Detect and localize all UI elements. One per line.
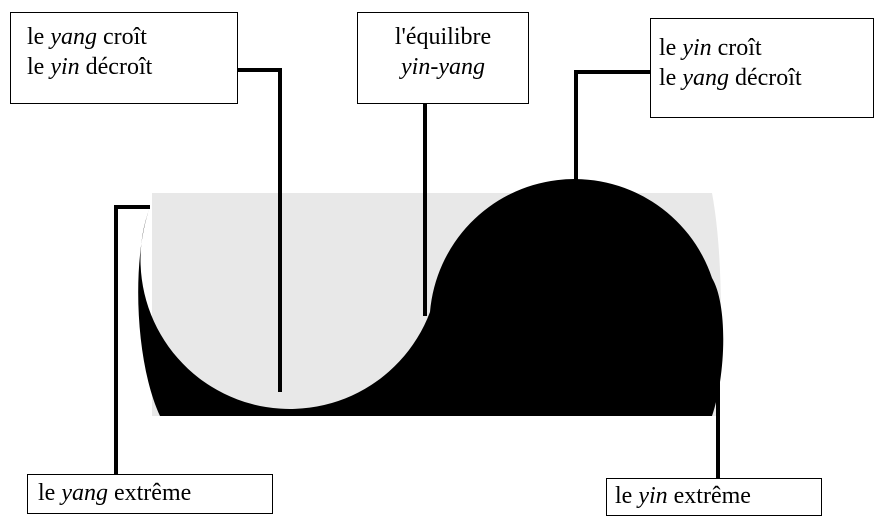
- label-yang-grows: le yang croît le yin décroît: [10, 12, 238, 104]
- connector-yin-grows: [574, 70, 650, 206]
- label-yin-extreme: le yin extrême: [606, 478, 822, 516]
- connector-yang-grows: [238, 68, 282, 392]
- label-balance: l'équilibre yin-yang: [357, 12, 529, 104]
- balance-line2: yin-yang: [401, 54, 485, 80]
- balance-line1: l'équilibre: [394, 24, 492, 50]
- label-yin-grows: le yin croît le yang décroît: [650, 18, 874, 118]
- connector-lines: [114, 68, 720, 478]
- yin-region: [138, 179, 724, 416]
- label-yang-extreme: le yang extrême: [27, 474, 273, 514]
- connector-yang-extreme: [114, 205, 150, 474]
